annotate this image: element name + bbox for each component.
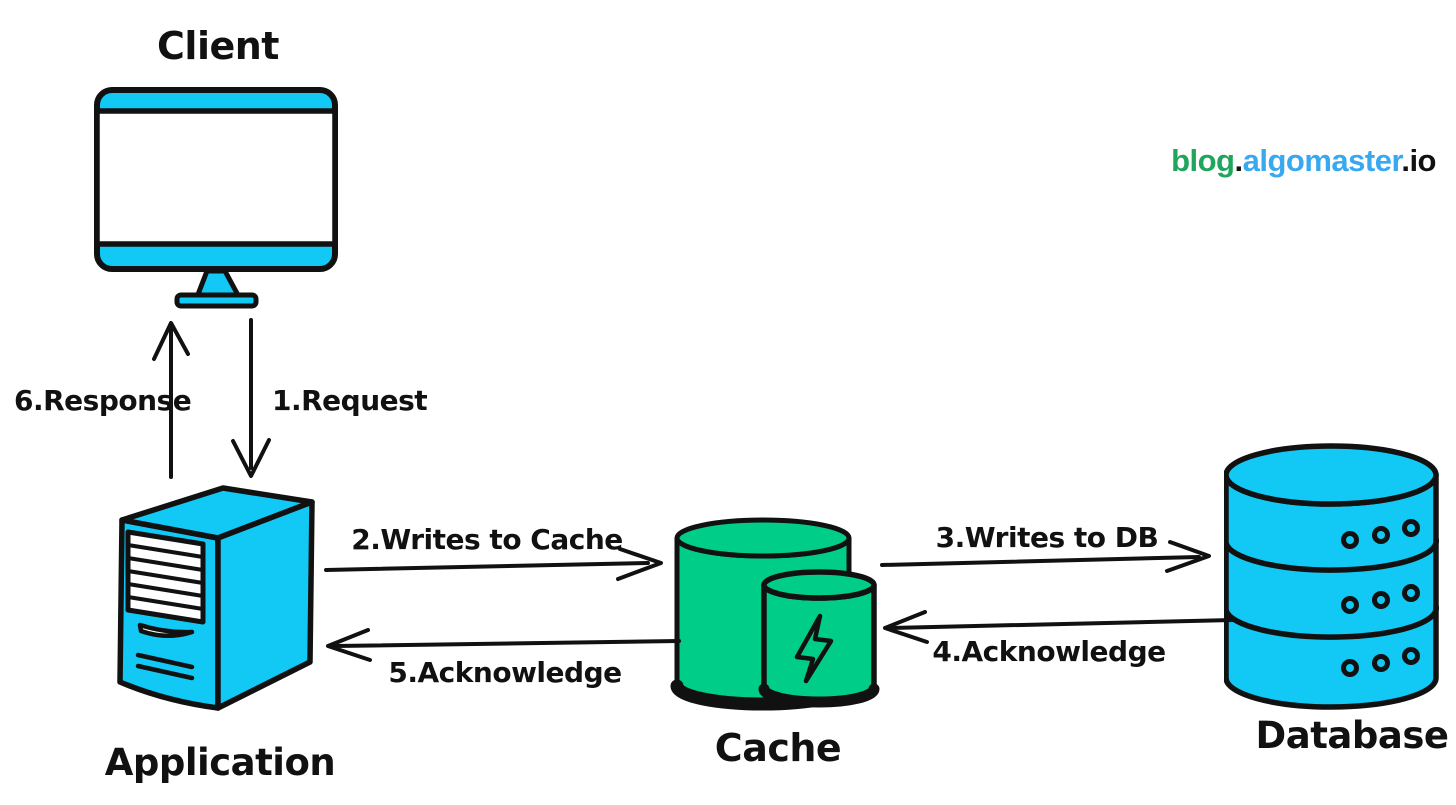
- client-monitor-icon: [94, 87, 338, 309]
- cache-small-cylinder-top: [761, 569, 877, 601]
- client-label: Client: [157, 24, 279, 68]
- brand-dot2: .: [1401, 143, 1410, 178]
- lightning-bolt-icon: [794, 613, 834, 684]
- cache-label: Cache: [714, 726, 842, 770]
- database-top: [1224, 443, 1439, 507]
- database-label: Database: [1255, 714, 1449, 757]
- brand-dot1: .: [1234, 143, 1243, 178]
- brand-io: io: [1409, 143, 1436, 178]
- server-vent-lines: [126, 543, 205, 611]
- database-separator-2: [1224, 603, 1439, 640]
- brand-algomaster: algomaster: [1242, 143, 1402, 178]
- application-server-icon: [117, 485, 315, 711]
- brand-text: blog.algomaster.io: [1171, 143, 1436, 179]
- acknowledge-db-arrow-label: 4.Acknowledge: [932, 635, 1166, 668]
- request-arrow-label: 1.Request: [272, 384, 428, 417]
- monitor-base: [174, 292, 259, 309]
- cache-icon: [670, 517, 880, 711]
- acknowledge-cache-arrow-label: 5.Acknowledge: [388, 656, 622, 689]
- database-separator-1: [1224, 536, 1439, 573]
- application-label: Application: [104, 741, 336, 784]
- cache-small-cylinder: [761, 582, 877, 706]
- request-arrow: [231, 318, 271, 478]
- response-arrow-label: 6.Response: [14, 384, 192, 417]
- monitor-screen: [94, 108, 338, 247]
- cache-large-cylinder-top: [674, 517, 852, 559]
- database-dots: [1341, 519, 1420, 677]
- writes-to-db-arrow-label: 3.Writes to DB: [935, 521, 1159, 554]
- server-drive-slot: [137, 622, 195, 638]
- brand-blog: blog: [1171, 143, 1235, 178]
- database-icon: [1224, 443, 1439, 710]
- server-detail-lines: [135, 652, 195, 681]
- writes-to-cache-arrow-label: 2.Writes to Cache: [351, 523, 623, 556]
- server-side-face: [215, 499, 315, 711]
- cache-small-cylinder-shadow: [758, 683, 880, 708]
